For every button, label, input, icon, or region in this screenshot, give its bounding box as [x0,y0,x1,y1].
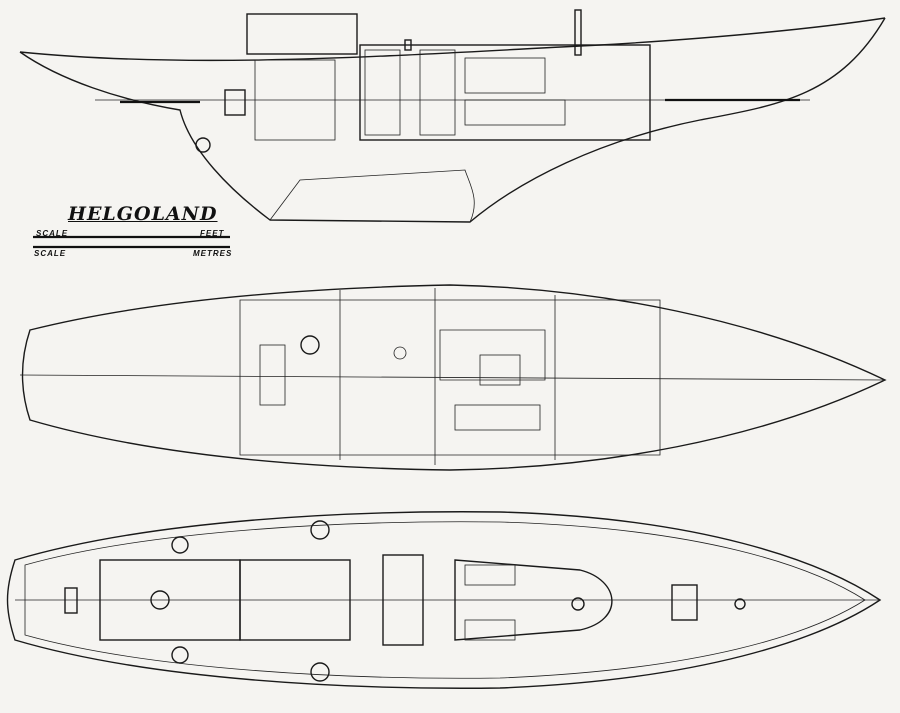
propeller [195,137,211,153]
windlass [734,598,746,610]
cabin-section [359,44,651,141]
hull-outline [21,284,887,471]
mast-base [571,597,585,611]
deckhouse [246,13,358,55]
engine [224,89,246,116]
deck-plan [6,511,882,689]
door [364,49,401,136]
scale-metres-label: SCALE [34,249,67,258]
door [419,49,456,136]
keel [269,169,475,223]
saloon-table [479,354,521,386]
hatch [300,335,320,355]
forward-hatch [382,554,424,646]
dorade-vent [310,520,330,540]
skylight [464,619,516,641]
scale-feet-label: SCALE [36,229,69,238]
deckhouse-roof [239,559,351,641]
winch [171,536,189,554]
forward-cabin-top [454,559,613,641]
winch [171,646,189,664]
saloon-settee [439,329,546,381]
profile-view [19,9,886,223]
saloon-settee [454,404,541,431]
accommodation-plan [19,284,887,471]
skylight [464,564,516,586]
scale-feet-unit: FEET [200,229,225,238]
settee [464,99,566,126]
wheel [150,590,170,610]
deck-outline [6,511,882,689]
fore-hatch [671,584,698,621]
centerline [19,374,886,381]
mast [574,9,582,56]
drawing-title: HELGOLAND [68,203,218,225]
companionway-steps [259,344,286,406]
hull-profile [19,17,886,223]
accommodation-outline [239,299,661,456]
bunk [464,57,546,94]
mizzen-step [404,39,412,51]
basin [393,346,407,360]
stern-bitt [64,587,78,614]
sheer-line [19,17,886,62]
galley [254,59,336,141]
scale-metres-unit: METRES [193,249,233,258]
dorade-vent [310,662,330,682]
